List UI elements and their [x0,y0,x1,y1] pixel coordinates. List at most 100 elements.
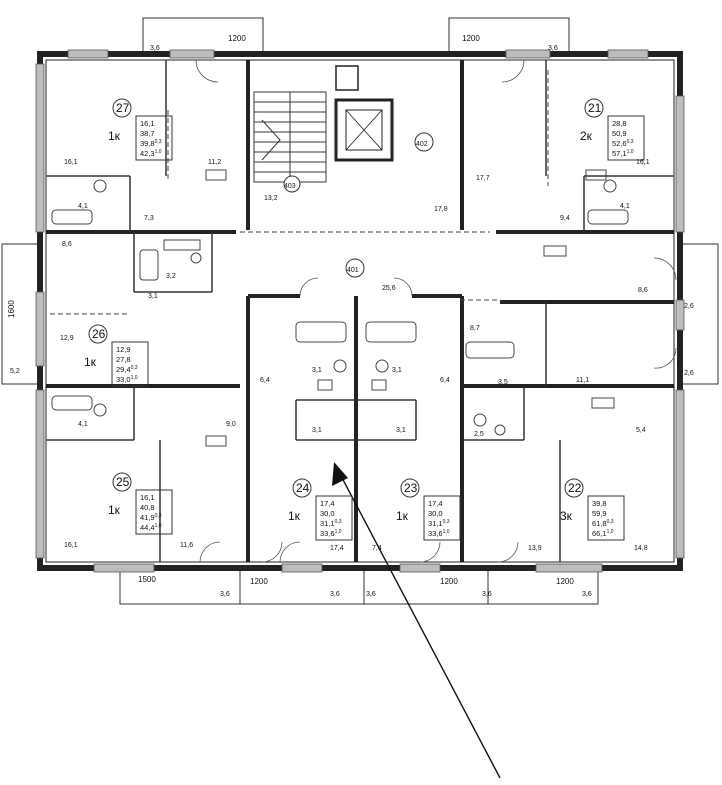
apartment-area-value: 66,11,0 [592,529,614,538]
staircase [253,91,327,183]
dim-36-c: 3,6 [220,591,230,598]
apartment-area-value: 38,7 [140,129,155,138]
dim-36-e: 3,6 [366,591,376,598]
apartment-number: 26 [92,327,106,341]
room-area: 6,4 [260,377,270,384]
apartment-area-value: 12,9 [116,345,131,354]
apartment-number-circle [88,324,108,344]
dim-26-b: 2,6 [684,370,694,377]
stair-number: 403 [284,183,296,190]
apartment-number-circle [400,478,420,498]
hall-number: 401 [347,267,359,274]
room-area: 6,4 [440,377,450,384]
apartment-area-value: 57,11,0 [612,149,634,158]
room-area: 3,1 [148,293,158,300]
fixtures [51,169,629,447]
elevator-number: 402 [416,141,428,148]
dim-1200-top-right: 1200 [462,34,480,43]
room-area: 3,1 [312,427,322,434]
apartment-area-value: 17,4 [428,499,443,508]
room-area: 17,4 [330,545,344,552]
room-area: 3,1 [396,427,406,434]
apartment-area-value: 27,8 [116,355,131,364]
room-area: 3,1 [392,367,402,374]
dim-1600: 1600 [7,300,16,318]
room-area: 17,7 [476,175,490,182]
apartment-area-value: 30,0 [320,509,335,518]
apartment-area-value: 42,31,0 [140,149,162,158]
room-area: 9,0 [226,421,236,428]
room-area: 16,1 [636,159,650,166]
dim-36-f: 3,6 [482,591,492,598]
apartment-area-value: 61,80,3 [592,519,614,528]
apartment-number: 21 [588,101,602,115]
room-area: 7,4 [372,545,382,552]
apartment-area-value: 29,40,3 [116,365,138,374]
apartment-type: 3к [560,509,573,523]
apartment-area-value: 31,10,3 [428,519,450,528]
dim-1200-b3: 1200 [556,577,574,586]
room-area: 16,1 [64,159,78,166]
apartment-area-value: 52,60,3 [612,139,634,148]
apartment-area-value: 33,61,0 [428,529,450,538]
room-areas: 16,1 11,2 7,3 4,1 16,1 17,7 9,4 4,1 8,6 … [60,159,650,552]
dim-26-a: 2,6 [684,303,694,310]
dim-1200-b1: 1200 [250,577,268,586]
room-area: 3,1 [312,367,322,374]
apartment-number: 25 [116,475,130,489]
elevator [334,65,394,162]
room-area: 8,7 [470,325,480,332]
apartment-area-value: 44,41,0 [140,523,162,532]
dim-1200-top-left: 1200 [228,34,246,43]
apartment-area-value: 50,9 [612,129,627,138]
dim-1200-b2: 1200 [440,577,458,586]
apartment-number-circle [584,98,604,118]
apartment-area-value: 40,8 [140,503,155,512]
room-area: 12,9 [60,335,74,342]
room-area: 5,4 [636,427,646,434]
room-area: 2,5 [474,431,484,438]
apartment-area-value: 28,8 [612,119,627,128]
apartment-area-value: 33,61,0 [320,529,342,538]
apartment-type: 1к [84,355,97,369]
dim-36-g: 3,6 [582,591,592,598]
room-area: 3,2 [166,273,176,280]
dim-36-d: 3,6 [330,591,340,598]
apartment-info-box [135,115,173,161]
apartment-number: 23 [404,481,418,495]
room-area: 7,3 [144,215,154,222]
dashed-lines [50,70,549,315]
room-area: 11,6 [180,542,193,549]
partitions [46,60,674,562]
apartment-info-box [315,495,353,541]
dimension-labels: 1200 1200 3,6 3,6 1500 1200 1200 1200 3,… [7,34,694,598]
pointer-arrow [332,462,501,779]
dim-1500: 1500 [138,575,156,584]
apartment-area-value: 16,1 [140,493,155,502]
room-area: 11,1 [576,377,589,384]
room-area: 8,6 [62,241,72,248]
elevator-area: 17,8 [434,206,448,213]
apartment-type: 2к [580,129,593,143]
apartment-area-value: 16,1 [140,119,155,128]
apartment-type: 1к [288,509,301,523]
dim-36-b: 3,6 [548,45,558,52]
room-area: 13,9 [528,545,542,552]
apartment-info-box [423,495,461,541]
apartment-21-label: 21 2к 28,850,952,60,357,11,0 [580,98,645,161]
apartment-info-box [135,489,173,535]
room-area: 3,5 [498,379,508,386]
apartment-info-box [587,495,625,541]
apartment-area-value: 39,80,3 [140,139,162,148]
room-area: 4,1 [78,421,88,428]
apartment-number-circle [112,98,132,118]
apartment-area-value: 41,90,3 [140,513,162,522]
